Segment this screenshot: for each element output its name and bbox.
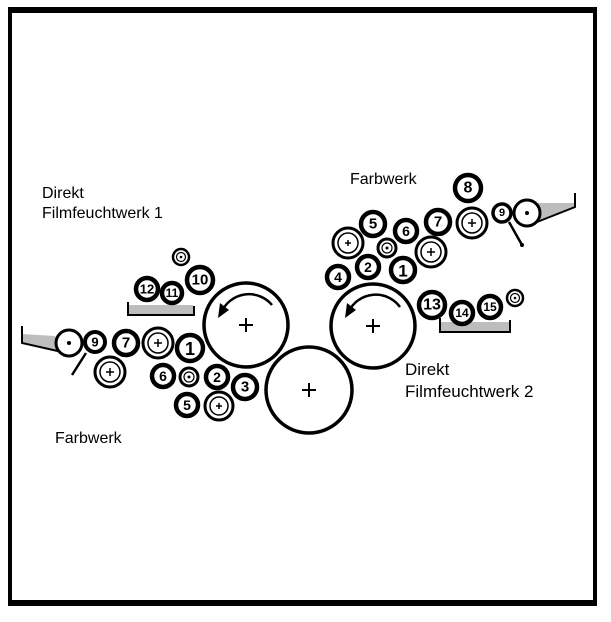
svg-text:7: 7 <box>434 214 442 231</box>
left-roller-7: 7 <box>111 328 141 358</box>
right-distributor-roller-b <box>414 235 448 269</box>
svg-text:5: 5 <box>183 397 191 413</box>
label-left-dampening-line1: Direkt <box>42 185 84 202</box>
left-fountain-tray <box>21 326 63 353</box>
svg-text:1: 1 <box>398 262 407 281</box>
rotation-arrow-icon <box>220 292 273 312</box>
right-doctor-blade <box>507 221 524 246</box>
left-roller-12: 12 <box>133 275 161 303</box>
right-roller-15: 15 <box>476 293 504 321</box>
right-roller-8: 8 <box>452 172 484 204</box>
right-roller-9: 9 <box>491 202 513 224</box>
right-fountain-tray <box>536 193 576 223</box>
svg-text:14: 14 <box>455 306 469 320</box>
svg-text:7: 7 <box>122 335 130 352</box>
label-left-inking: Farbwerk <box>55 430 123 447</box>
left-roller-6: 6 <box>149 362 177 390</box>
left-distributor-roller-b <box>203 390 235 422</box>
left-roller-3: 3 <box>230 372 260 402</box>
svg-text:9: 9 <box>91 335 98 350</box>
plate-cylinder-1 <box>202 281 290 369</box>
label-right-inking: Farbwerk <box>350 171 418 188</box>
right-roller-7: 7 <box>423 207 453 237</box>
svg-text:6: 6 <box>159 368 167 384</box>
label-right-dampening-line2: Filmfeuchtwerk 2 <box>405 382 533 401</box>
left-roller-9: 9 <box>83 330 107 354</box>
svg-text:11: 11 <box>166 286 179 300</box>
right-fountain-roller <box>512 198 542 228</box>
left-roller-2: 2 <box>203 363 231 391</box>
left-dampening-rider <box>171 247 191 267</box>
svg-text:13: 13 <box>423 297 441 314</box>
left-inking-unit: 9 7 1 6 2 3 5 <box>54 326 260 422</box>
left-dampening-tray <box>127 302 195 316</box>
left-roller-5: 5 <box>173 391 201 419</box>
svg-text:2: 2 <box>213 369 221 385</box>
left-rider-roller <box>178 366 200 388</box>
svg-text:2: 2 <box>364 259 372 275</box>
blanket-cylinder <box>264 345 354 435</box>
svg-text:6: 6 <box>402 223 410 239</box>
arrowhead-icon <box>218 303 229 318</box>
svg-text:8: 8 <box>464 180 473 197</box>
right-roller-14: 14 <box>448 299 476 327</box>
right-inking-unit: 8 9 7 5 6 4 2 1 <box>324 172 542 291</box>
right-roller-6: 6 <box>392 217 420 245</box>
rotation-arrow-icon <box>347 293 402 312</box>
left-roller-10: 10 <box>184 264 216 296</box>
left-distributor-roller-a <box>141 326 175 360</box>
right-dampening-unit: 13 14 15 <box>416 288 525 327</box>
right-distributor-roller-c <box>455 206 489 240</box>
right-roller-13: 13 <box>416 289 448 321</box>
left-dampening-unit: 10 11 12 <box>133 247 216 306</box>
right-roller-1: 1 <box>388 255 418 285</box>
right-dampening-tray <box>439 318 511 333</box>
right-dampening-rider <box>505 288 525 308</box>
left-fountain-roller <box>54 328 84 358</box>
label-right-dampening-line1: Direkt <box>405 360 450 379</box>
svg-text:12: 12 <box>140 282 154 297</box>
right-distributor-roller-a <box>331 226 365 260</box>
left-roller-1: 1 <box>174 332 206 364</box>
right-roller-4: 4 <box>324 263 352 291</box>
left-vibrator-roller <box>93 355 127 389</box>
right-doctor-blade-tip <box>520 243 524 247</box>
svg-text:9: 9 <box>499 207 505 219</box>
arrowhead-icon <box>345 303 356 318</box>
svg-text:1: 1 <box>185 339 195 359</box>
left-roller-11: 11 <box>159 280 185 306</box>
label-left-dampening-line2: Filmfeuchtwerk 1 <box>42 205 163 222</box>
svg-text:3: 3 <box>241 379 249 396</box>
right-rider-roller <box>376 237 398 259</box>
svg-text:15: 15 <box>483 300 497 314</box>
right-roller-2: 2 <box>354 253 382 281</box>
right-roller-5: 5 <box>358 209 388 239</box>
svg-text:10: 10 <box>192 272 209 289</box>
svg-text:5: 5 <box>369 216 377 233</box>
left-doctor-blade <box>70 352 88 376</box>
svg-text:4: 4 <box>334 269 342 285</box>
plate-cylinder-2 <box>329 282 417 370</box>
